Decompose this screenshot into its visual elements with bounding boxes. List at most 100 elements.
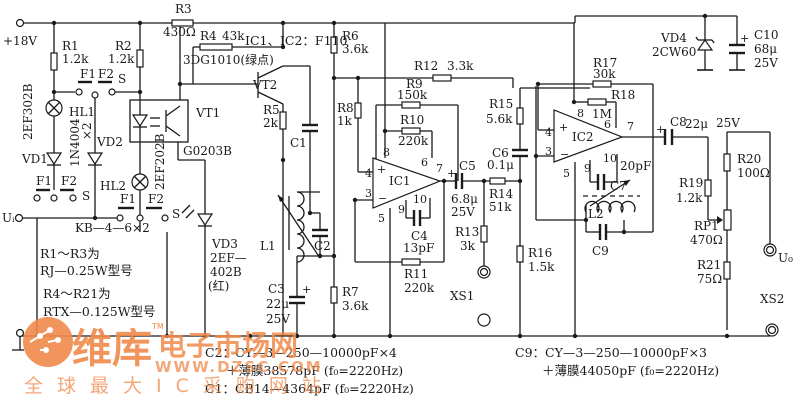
- c3-label: C3: [268, 282, 285, 296]
- r6-resistor: [330, 36, 338, 54]
- r20-resistor: [723, 153, 731, 172]
- sw-f1-label-2: F1: [36, 174, 52, 188]
- r18-label: R18: [611, 88, 635, 102]
- ic2-pin-9: 9: [584, 162, 591, 175]
- c9-note-2: ＋薄膜44050pF (f₀=2220Hz): [542, 363, 719, 378]
- r7-label: R7: [342, 285, 359, 299]
- r21-resistor: [723, 261, 731, 280]
- vt2-part: 3DG1010(绿点): [183, 52, 274, 67]
- hl1-label: HL1: [69, 105, 95, 119]
- r20-label: R20: [737, 152, 761, 166]
- c10-label: C10: [754, 28, 778, 42]
- r7-resistor: [330, 286, 338, 304]
- ic1-pin-7: 7: [436, 162, 443, 175]
- svg-text:+: +: [447, 167, 456, 180]
- r11-value: 220k: [404, 281, 435, 295]
- r17-label: R17: [593, 56, 617, 70]
- watermark-url: WWW.DZSC.COM: [155, 358, 323, 376]
- ic2-pin-6: 6: [604, 118, 611, 131]
- watermark-logo-icon: [23, 317, 73, 367]
- r2-value: 1.2k: [108, 52, 135, 66]
- r2-resistor: [136, 49, 144, 68]
- r14-label: R14: [489, 187, 514, 201]
- c2-note-2: ＋薄膜38578pF (f₀=2220Hz): [226, 363, 403, 378]
- c5-label: C5: [459, 159, 476, 173]
- ic2-pin-3: 3: [545, 145, 552, 158]
- sw-f2-label-2: F2: [61, 174, 77, 188]
- wires: [12, 15, 771, 351]
- ground-terminal[interactable]: [15, 328, 25, 338]
- ic1-pin-9: 9: [398, 203, 405, 216]
- c1-note: C1：CB14—4364pF (f₀=2220Hz): [205, 381, 414, 396]
- vd3-part-2: 402B: [210, 265, 242, 279]
- vd1-label: VD1: [21, 152, 48, 166]
- c4-label: C4: [411, 229, 428, 243]
- ic1-pin-10: 10: [413, 193, 427, 206]
- r18-value: 1M: [592, 107, 612, 121]
- r17-resistor: [592, 80, 612, 88]
- c4-value: 13pF: [403, 241, 434, 255]
- r4-value: 43k: [222, 29, 245, 43]
- r11-label: R11: [404, 267, 428, 281]
- hl1-part: 2EF302B: [21, 83, 35, 140]
- watermark-tm: TM: [151, 322, 164, 331]
- vt1-label: VT1: [195, 106, 220, 120]
- svg-text:+: +: [302, 283, 311, 296]
- r19-value: 1.2k: [676, 191, 703, 205]
- svg-text:+: +: [656, 123, 665, 136]
- labels: IC1、IC2：F110 +18V Uᵢ U₀ R1 1.2k R2 1.2k …: [2, 2, 793, 326]
- r16-resistor: [516, 245, 524, 263]
- ic1-minus: −: [378, 192, 387, 205]
- resistor-note-3: R4～R21为: [43, 286, 111, 301]
- c10-voltage: 25V: [754, 56, 778, 70]
- r10-value: 220k: [398, 134, 429, 148]
- ic1-pin-3: 3: [365, 187, 372, 200]
- output-label: U₀: [778, 251, 793, 265]
- sw-f2-label: F2: [98, 67, 114, 81]
- r14-value: 51k: [489, 200, 512, 214]
- watermark-brand: 维库: [72, 326, 152, 372]
- c3-voltage: 25V: [266, 312, 290, 326]
- r16-label: R16: [528, 246, 552, 260]
- input-terminal[interactable]: [14, 213, 24, 223]
- ic2-opamp: [553, 109, 624, 163]
- ic2-label: IC2: [572, 130, 594, 144]
- c9-note-1: C9：CY—3—250—10000pF×3: [515, 345, 707, 360]
- vd12-part: 1N4004: [68, 118, 82, 167]
- vd3-color-note: (红): [208, 278, 229, 293]
- r3-resistor: [171, 19, 194, 27]
- ic2-plus: +: [559, 121, 568, 134]
- r12-value: 3.3k: [447, 59, 474, 73]
- ic1-pin-5: 5: [378, 212, 385, 225]
- r17-value: 30k: [593, 67, 616, 81]
- r12-label: R12: [414, 59, 438, 73]
- vd3-label: VD3: [211, 237, 238, 251]
- r12-resistor: [432, 74, 452, 82]
- r8-resistor: [354, 102, 362, 119]
- watermark-brand-2: 电子市场网: [158, 329, 298, 362]
- ic1-pin-8: 8: [383, 146, 390, 159]
- c3-value: 22μ: [266, 297, 289, 311]
- switch-bars: [36, 80, 162, 210]
- ic2-minus: −: [560, 148, 569, 161]
- xs1-label: XS1: [450, 289, 474, 303]
- junctions: [34, 13, 730, 339]
- r16-value: 1.5k: [528, 260, 555, 274]
- rp1-value: 470Ω: [690, 233, 723, 247]
- r2-label: R2: [115, 39, 132, 53]
- c10-value: 68μ: [754, 42, 777, 56]
- supply-terminal[interactable]: [15, 18, 25, 28]
- inductors: [277, 191, 640, 263]
- watermark: 维库 TM 电子市场网 WWW.DZSC.COM 全球最大IC采购网站: [23, 317, 335, 397]
- op-amps: [372, 109, 624, 209]
- notes: R1～R3为 RJ—0.25W型号 R4～R21为 RTX—0.125W型号 C…: [40, 246, 719, 396]
- vd4-label: VD4: [660, 31, 687, 45]
- c8-label: C8: [670, 115, 687, 129]
- resistor-note-2: RJ—0.25W型号: [40, 263, 133, 278]
- vd3-part-1: 2EF—: [210, 251, 247, 265]
- r10-label: R10: [400, 113, 424, 127]
- watermark-slogan: 全球最大IC采购网站: [24, 375, 335, 397]
- sw-s-label-2: S: [82, 189, 90, 203]
- r7-value: 3.6k: [342, 299, 369, 313]
